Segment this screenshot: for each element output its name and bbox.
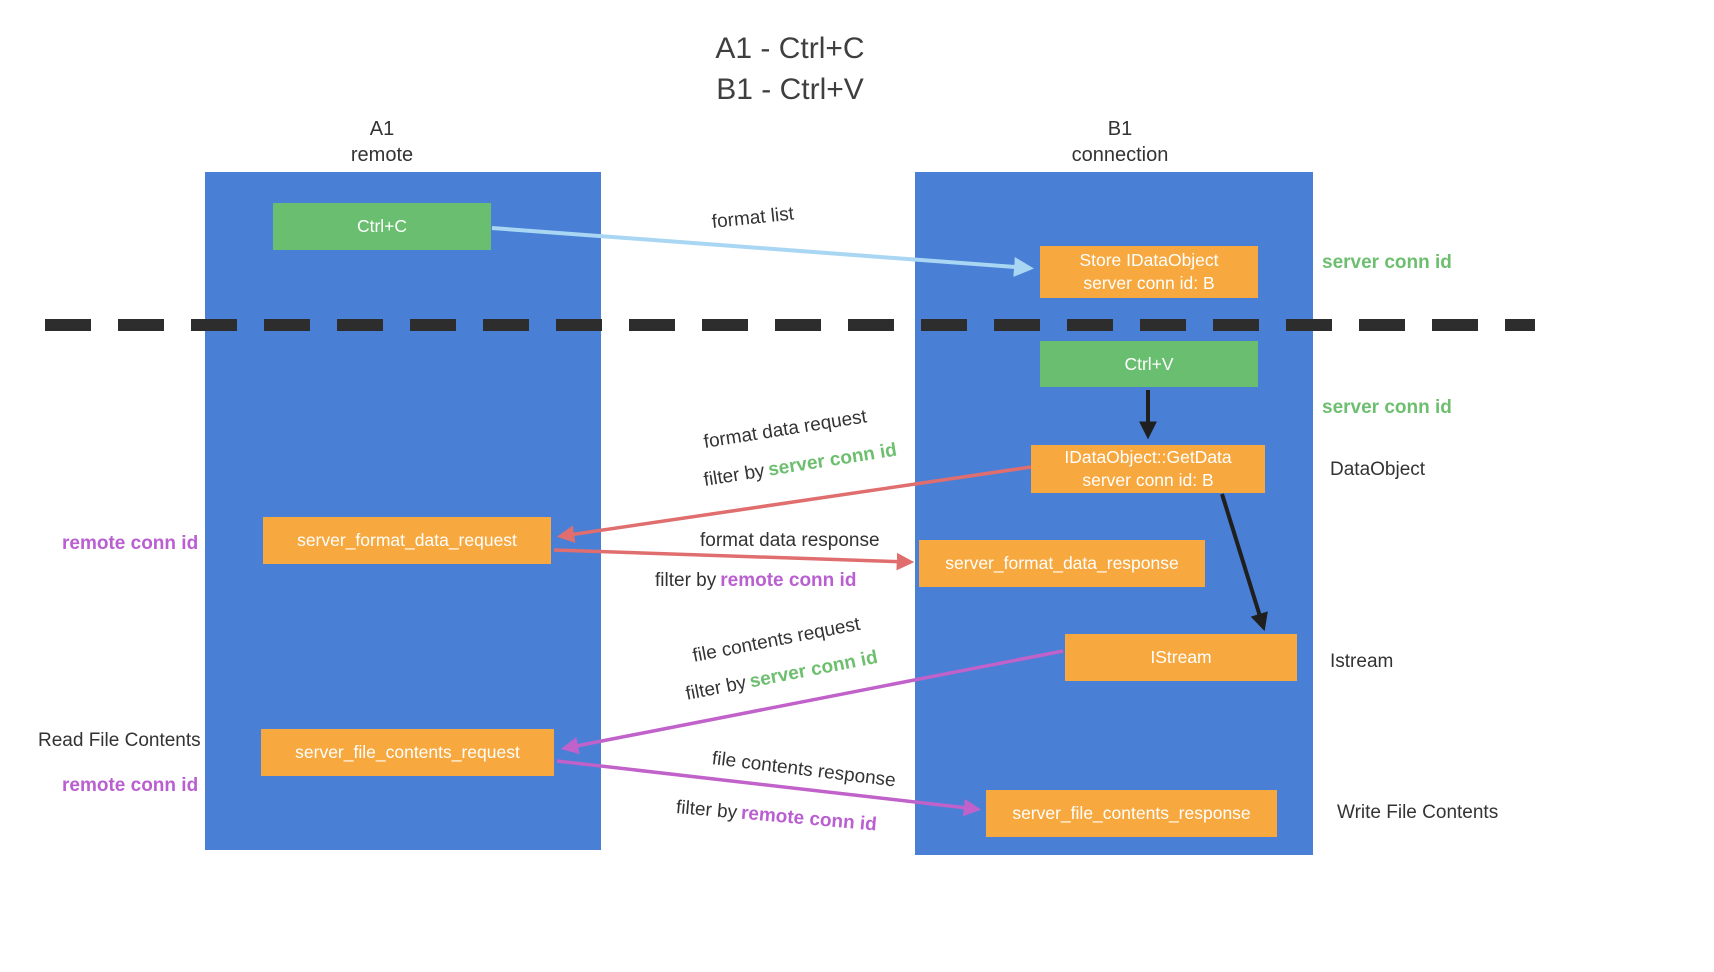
lane-header-a1: A1 remote — [272, 116, 492, 168]
node-sfdreq-label: server_format_data_request — [297, 530, 517, 551]
node-sfcresp-label: server_file_contents_response — [1012, 803, 1251, 824]
lane-a1-subtitle: remote — [350, 144, 414, 166]
side-label-read-file-contents: Read File Contents — [38, 730, 201, 751]
filter-key-remote-conn-id: remote conn id — [720, 570, 857, 591]
node-server-file-contents-response: server_file_contents_response — [986, 790, 1277, 837]
side-label-server-conn-id-mid: server conn id — [1322, 397, 1452, 418]
side-label-server-conn-id-top: server conn id — [1322, 252, 1452, 273]
side-label-dataobject: DataObject — [1330, 459, 1426, 480]
edge-filter-format-data-response: filter by remote conn id — [655, 570, 856, 592]
node-istream-label: IStream — [1150, 647, 1212, 668]
filter-by-text: filter by — [655, 570, 717, 591]
edge-label-format-data-response: format data response — [700, 530, 880, 551]
lane-header-b1: B1 connection — [1010, 116, 1230, 168]
edge-label-format-list: format list — [710, 203, 795, 233]
node-sfcreq-label: server_file_contents_request — [295, 742, 520, 763]
filter-by-text: filter by — [702, 460, 767, 491]
title-line-2: B1 - Ctrl+V — [716, 73, 864, 107]
lane-b1-subtitle: connection — [1071, 144, 1169, 166]
node-ctrl-v: Ctrl+V — [1040, 341, 1258, 387]
node-getdata-line2: server conn id: B — [1082, 470, 1214, 490]
node-store-line1: Store IDataObject — [1079, 250, 1219, 271]
node-idataobject-getdata: IDataObject::GetData server conn id: B — [1031, 445, 1265, 493]
node-getdata-line1: IDataObject::GetData — [1064, 447, 1232, 468]
node-ctrl-c: Ctrl+C — [273, 203, 491, 250]
node-istream: IStream — [1065, 634, 1297, 681]
node-store-line2: server conn id: B — [1083, 273, 1215, 293]
node-server-file-contents-request: server_file_contents_request — [261, 729, 554, 776]
diagram-title: A1 - Ctrl+C B1 - Ctrl+V — [0, 28, 1580, 111]
title-line-1: A1 - Ctrl+C — [715, 32, 865, 65]
filter-key-server-conn-id: server conn id — [747, 646, 880, 693]
filter-key-server-conn-id: server conn id — [766, 439, 899, 481]
side-label-remote-conn-id-mid: remote conn id — [62, 533, 199, 554]
filter-by-text: filter by — [683, 672, 749, 705]
filter-key-remote-conn-id: remote conn id — [740, 802, 878, 836]
node-server-format-data-request: server_format_data_request — [263, 517, 551, 564]
node-ctrl-c-label: Ctrl+C — [356, 216, 408, 237]
node-store-idataobject: Store IDataObject server conn id: B — [1040, 246, 1258, 298]
side-label-write-file-contents: Write File Contents — [1337, 802, 1499, 823]
lane-b1-name: B1 — [1107, 118, 1133, 140]
node-server-format-data-response: server_format_data_response — [919, 540, 1205, 587]
filter-by-text: filter by — [675, 797, 738, 824]
edge-label-file-contents-response: file contents response — [710, 748, 897, 792]
node-ctrl-v-label: Ctrl+V — [1124, 353, 1174, 374]
side-label-remote-conn-id-bottom: remote conn id — [62, 775, 199, 796]
node-sfdresp-label: server_format_data_response — [945, 553, 1179, 574]
lane-a1-name: A1 — [369, 118, 395, 140]
edge-filter-file-contents-response: filter by remote conn id — [675, 797, 878, 836]
side-label-istream: Istream — [1330, 651, 1394, 672]
